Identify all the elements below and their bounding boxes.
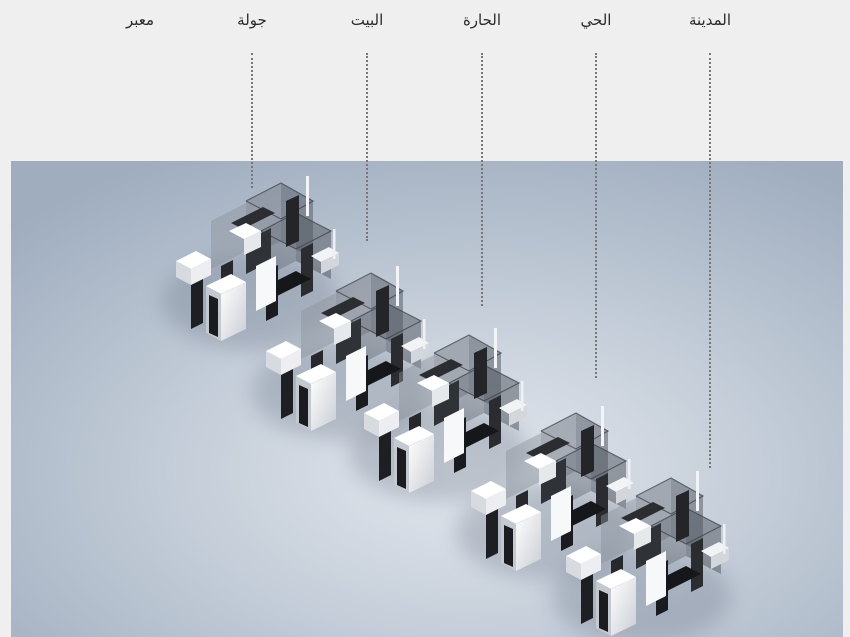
label-passage: معبر: [126, 11, 154, 29]
leader-line-quarter: [481, 53, 483, 306]
leader-line-tour: [251, 53, 253, 188]
label-house: البيت: [351, 11, 384, 29]
render-image: [11, 161, 843, 637]
label-tour: جولة: [237, 11, 267, 29]
label-district: الحي: [581, 11, 612, 29]
leader-line-district: [595, 53, 597, 378]
label-city: المدينة: [689, 11, 731, 29]
label-quarter: الحارة: [463, 11, 501, 29]
leader-line-house: [366, 53, 368, 241]
render-scene: [11, 161, 843, 637]
leader-line-city: [709, 53, 711, 468]
